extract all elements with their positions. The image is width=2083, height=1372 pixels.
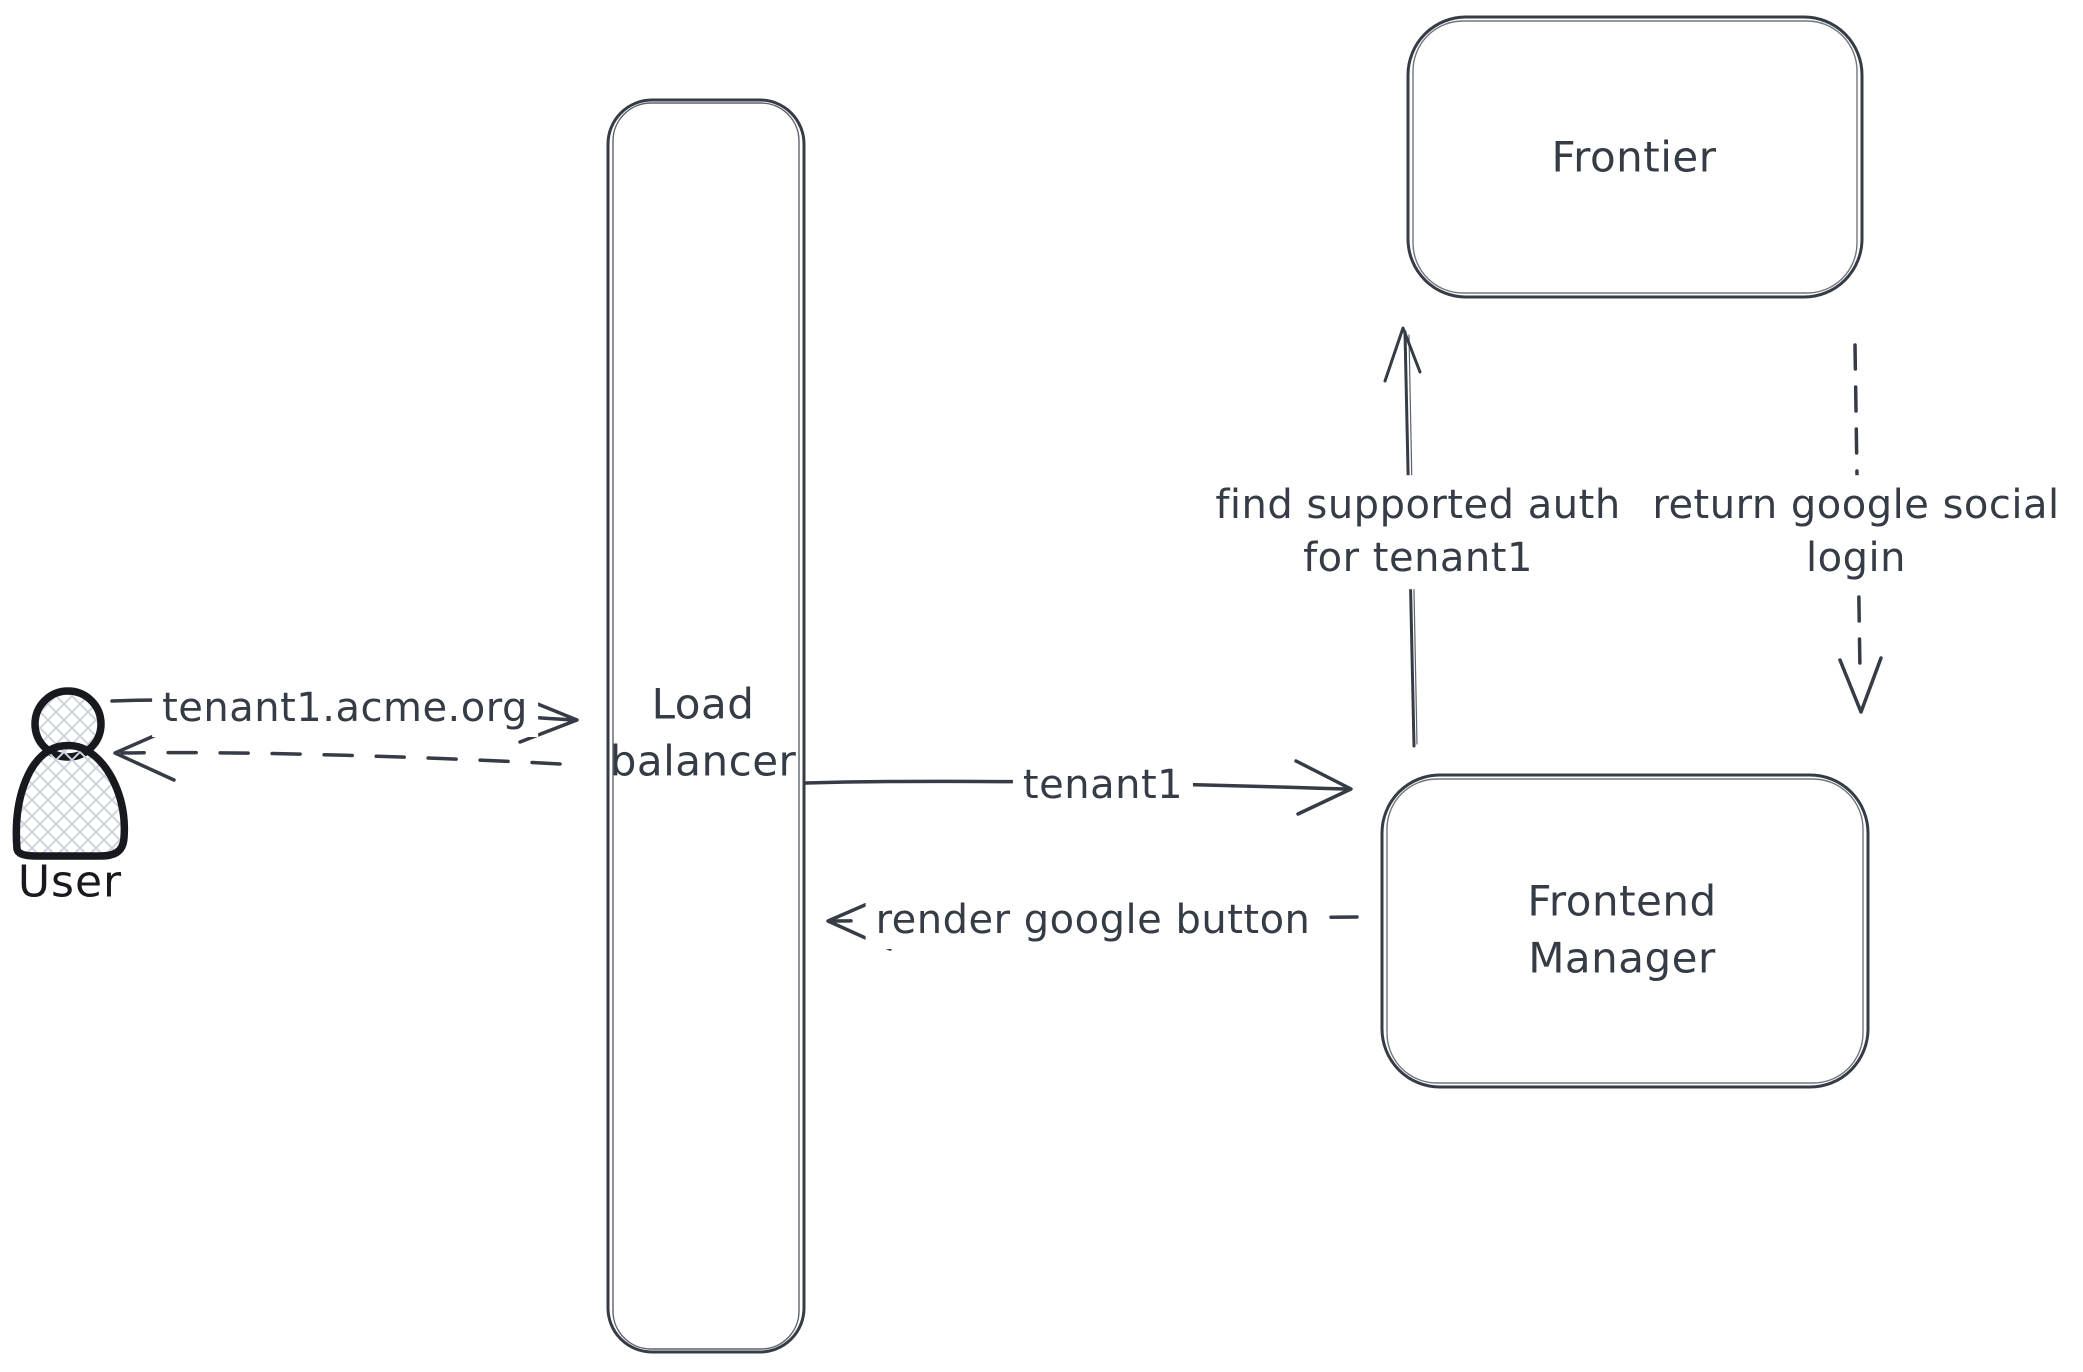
frontier-label: Frontier	[1551, 130, 1716, 187]
frontend-manager-label-line1: Frontend	[1527, 876, 1717, 926]
edge-label-tenant1-acme-org: tenant1.acme.org	[152, 679, 538, 737]
frontend-manager-box	[1380, 773, 1870, 1089]
user-label: User	[17, 856, 123, 908]
arrow-user-to-lb-head	[518, 696, 579, 744]
edge-label-find-supported-auth-line1: find supported auth	[1215, 482, 1621, 529]
frontend-manager-node[interactable]	[1380, 773, 1870, 1089]
frontier-box	[1406, 15, 1864, 299]
load-balancer-label-line2: balancer	[609, 736, 797, 785]
arrow-frontier-to-fm-line	[1853, 343, 1862, 674]
frontier-box-sketch-stroke	[1412, 20, 1858, 294]
arrow-lb-to-user-line	[120, 750, 562, 766]
load-balancer-node[interactable]	[606, 98, 806, 1354]
frontend-manager-box-sketch-stroke	[1386, 778, 1864, 1084]
edge-label-find-supported-auth: find supported auth for tenant1	[1205, 475, 1631, 589]
arrow-lb-to-fm-head	[1294, 759, 1353, 816]
arrow-fm-to-frontier-head	[1383, 326, 1422, 383]
load-balancer-label-line1: Load	[651, 679, 755, 729]
load-balancer-box	[606, 98, 806, 1354]
user-body	[12, 741, 129, 860]
load-balancer-label: Load balancer	[610, 676, 797, 789]
edge-label-render-google-button: render google button	[865, 891, 1321, 949]
edge-label-tenant1: tenant1	[1012, 756, 1194, 814]
frontend-manager-label-line2: Manager	[1528, 933, 1716, 982]
frontier-label-line1: Frontier	[1551, 132, 1717, 182]
frontend-manager-label: Frontend Manager	[1527, 873, 1716, 986]
arrow-frontier-to-fm[interactable]	[1838, 343, 1883, 714]
load-balancer-box-sketch-stroke	[612, 102, 800, 1350]
arrow-frontier-to-fm-head	[1838, 656, 1883, 714]
edge-label-return-google-social-login: return google social login	[1642, 475, 2070, 589]
edge-label-return-google-social-login-line1: return google social	[1652, 482, 2060, 529]
edge-label-find-supported-auth-line2: for tenant1	[1303, 535, 1533, 581]
frontier-node[interactable]	[1406, 15, 1864, 299]
edge-label-return-google-social-login-line2: login	[1806, 535, 1906, 581]
user-figure[interactable]	[12, 687, 129, 860]
